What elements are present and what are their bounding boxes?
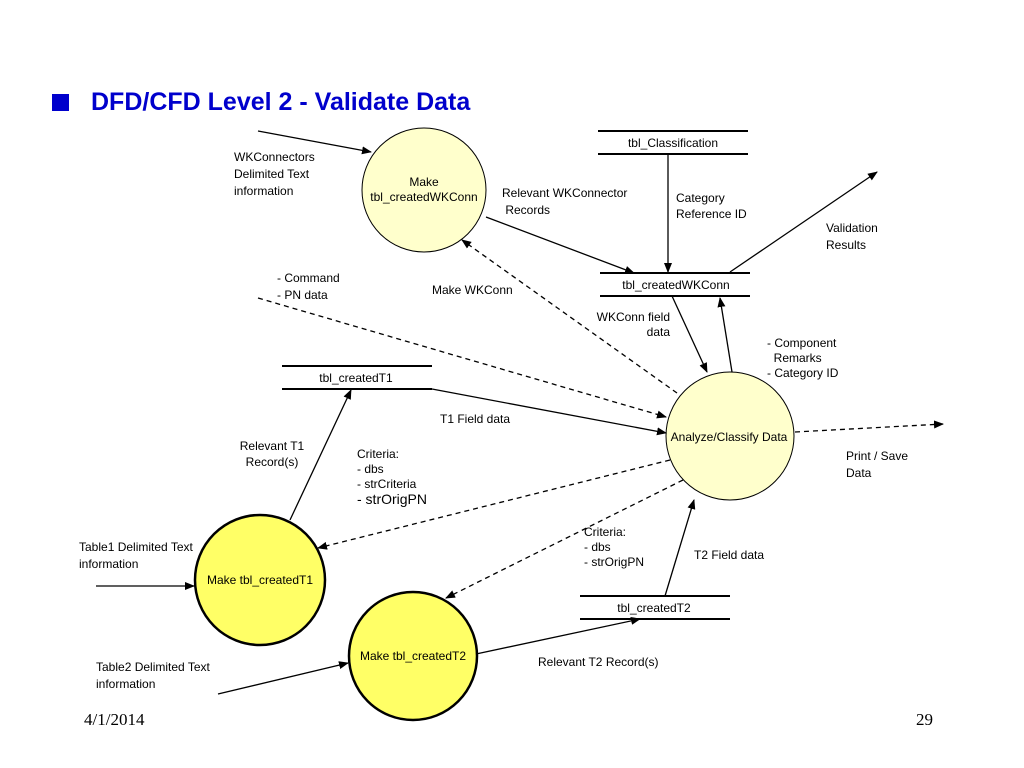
flow-criteria-t2 [445,479,684,599]
flow-table2-input [217,661,349,695]
store-tbl-createdt2 [580,595,730,620]
flow-command-pn [257,297,667,419]
label-component-remarks: - Component Remarks- Category ID [767,336,839,380]
flow-component-remarks [717,297,733,373]
store-tbl-classification-label: tbl_Classification [628,136,718,150]
flow-validation-results [729,171,878,273]
process-make-wkconn [361,127,487,253]
label-criteria-t1-extra: - strOrigPN [357,491,427,507]
store-tbl-createdt2-label: tbl_createdT2 [617,601,691,615]
flow-make-wkconn-control [461,239,678,394]
flow-print-save [794,420,944,433]
flow-criteria-t1 [317,459,671,550]
flow-t1-field-data [431,388,667,436]
store-tbl-classification [598,130,748,155]
page-number: 29 [916,710,933,729]
flow-relevant-wkconnector [485,216,635,274]
store-tbl-createdt1-label: tbl_createdT1 [319,371,393,385]
footer-date: 4/1/2014 [84,710,145,729]
flow-wkconnectors-input [257,130,372,155]
process-make-t2 [347,590,479,722]
process-make-t2-label: Make tbl_createdT2 [360,649,466,663]
process-make-t1 [193,513,327,647]
label-command-pn: - Command- PN data [277,271,340,302]
title-row: DFD/CFD Level 2 - Validate Data [52,84,470,120]
label-make-wkconn-flow: Make WKConn [432,283,513,297]
label-relevant-wkconnector: Relevant WKConnector Records [502,186,627,217]
flow-relevant-t1 [289,389,352,521]
label-criteria-t1: Criteria:- dbs- strCriteria [357,447,417,491]
square-bullet-icon [52,93,69,111]
store-tbl-createdt1 [282,365,432,390]
process-make-t1-label: Make tbl_createdT1 [207,573,313,587]
process-analyze-classify [665,371,795,501]
slide-title: DFD/CFD Level 2 - Validate Data [91,87,471,116]
label-relevant-t2: Relevant T2 Record(s) [538,655,659,669]
label-t2-field-data: T2 Field data [694,548,764,562]
process-analyze-classify-label: Analyze/Classify Data [671,430,788,444]
flow-t2-field-data [664,499,696,597]
label-criteria-t2: Criteria:- dbs- strOrigPN [584,525,644,569]
flow-relevant-t2 [475,616,641,655]
store-tbl-createdwkconn-label: tbl_createdWKConn [622,278,729,292]
label-t1-field-data: T1 Field data [440,412,510,426]
flow-wkconn-field-data [671,295,708,373]
